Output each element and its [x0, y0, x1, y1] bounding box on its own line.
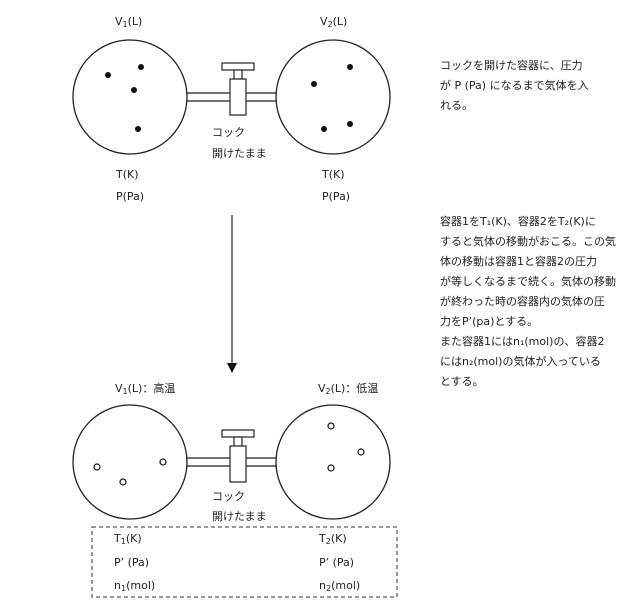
molecule-ring — [119, 478, 127, 486]
molecule-dot — [347, 64, 353, 70]
pressure-right-top: P(Pa) — [322, 190, 351, 203]
bottom-conditions-box — [91, 526, 398, 598]
pressure-left-bottom: P’ (Pa) — [114, 556, 150, 569]
note-gas-migration: 容器1をT₁(K)、容器2をT₂(K)に すると気体の移動がおこる。この気 体の… — [440, 212, 638, 392]
molecule-dot — [347, 121, 353, 127]
note-line: また容器1にはn₁(mol)の、容器2 — [440, 335, 605, 348]
molecule-ring — [93, 463, 101, 471]
molecule-ring — [327, 464, 335, 472]
note-line: が終わった時の容器内の気体の圧 — [440, 295, 605, 308]
temp-1-bottom: T1(K) — [114, 532, 142, 546]
molecule-dot — [131, 87, 137, 93]
temp-2-bottom: T2(K) — [319, 532, 347, 546]
bottom-apparatus — [72, 404, 391, 520]
cock-state-bottom: 開けたまま — [212, 510, 267, 523]
note-line: にはn₂(mol)の気体が入っている — [440, 355, 601, 368]
pressure-right-bottom: P’ (Pa) — [319, 556, 355, 569]
note-line: とする。 — [440, 375, 484, 388]
stopcock-top — [221, 62, 255, 116]
v1-label-bottom: V1(L)：高温 — [115, 382, 176, 396]
molecule-dot — [311, 81, 317, 87]
cock-label-bottom: コック — [212, 490, 245, 503]
moles-1-bottom: n1(mol) — [114, 579, 156, 593]
container-1-top — [72, 39, 188, 155]
note-fill-gas: コックを開けた容器に、圧力 が P (Pa) になるまで気体を入 れる。 — [440, 56, 620, 116]
note-line: が P (Pa) になるまで気体を入 — [440, 79, 589, 92]
note-line: すると気体の移動がおこる。この気 — [440, 235, 616, 248]
container-2-bottom — [275, 404, 391, 520]
v2-label-bottom: V2(L)：低温 — [318, 382, 379, 396]
molecule-dot — [321, 126, 327, 132]
v2-label-top: V2(L) — [320, 15, 348, 29]
container-1-bottom — [72, 404, 188, 520]
note-line: 容器1をT₁(K)、容器2をT₂(K)に — [440, 215, 596, 228]
note-line: コックを開けた容器に、圧力 — [440, 59, 583, 72]
moles-2-bottom: n2(mol) — [319, 579, 361, 593]
top-apparatus — [72, 39, 391, 155]
gas-molecules-top — [105, 64, 353, 132]
molecule-ring — [357, 448, 365, 456]
molecule-dot — [105, 72, 111, 78]
gas-molecules-bottom — [93, 422, 365, 486]
cock-state-top: 開けたまま — [212, 147, 267, 160]
note-line: 力をP’(pa)とする。 — [440, 315, 539, 328]
temp-right-top: T(K) — [322, 168, 345, 181]
note-line: が等しくなるまで続く。気体の移動 — [440, 275, 616, 288]
temp-left-top: T(K) — [116, 168, 139, 181]
note-line: れる。 — [440, 99, 473, 112]
container-2-top — [275, 39, 391, 155]
pressure-left-top: P(Pa) — [116, 190, 145, 203]
molecule-ring — [327, 422, 335, 430]
note-line: 体の移動は容器1と容器2の圧力 — [440, 255, 597, 268]
molecule-ring — [159, 458, 167, 466]
molecule-dot — [138, 64, 144, 70]
molecule-dot — [135, 126, 141, 132]
stopcock-bottom — [221, 429, 255, 483]
cock-label-top: コック — [212, 126, 245, 139]
down-arrow — [227, 215, 237, 373]
v1-label-top: V1(L) — [115, 15, 143, 29]
